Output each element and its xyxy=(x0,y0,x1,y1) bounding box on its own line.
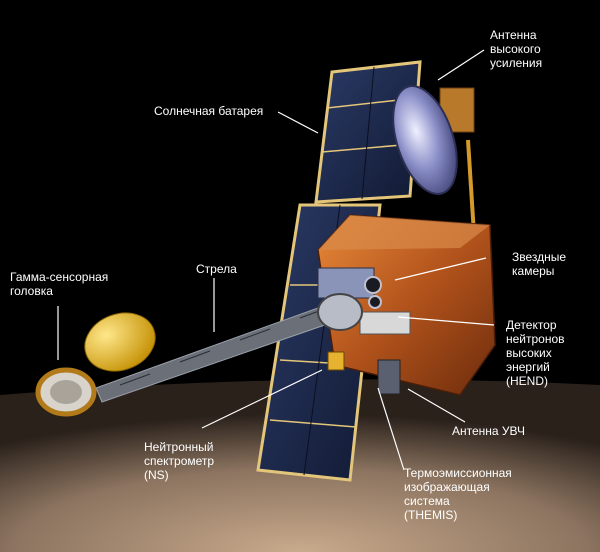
boom-truss xyxy=(95,293,363,403)
high-gain-antenna-dish xyxy=(392,85,475,195)
spacecraft-body xyxy=(317,214,496,396)
leader-lines xyxy=(57,49,495,471)
label-gamma-sensor-head: Гамма-сенсорная головка xyxy=(10,270,109,298)
label-boom: Стрела xyxy=(196,262,237,276)
label-high-gain-antenna: Антенна высокого усиления xyxy=(490,28,543,70)
label-hend: Детектор нейтронов высоких энергий (HEND… xyxy=(506,318,565,388)
gamma-sensor-head xyxy=(35,312,156,417)
label-uhf-antenna: Антенна УВЧ xyxy=(452,424,526,438)
label-neutron-spectrometer: Нейтронный спектрометр (NS) xyxy=(144,440,215,482)
label-star-cameras: Звездные камеры xyxy=(512,250,567,278)
label-themis: Термоэмиссионная изображающая система (T… xyxy=(404,466,512,522)
label-solar-array: Солнечная батарея xyxy=(154,104,264,118)
